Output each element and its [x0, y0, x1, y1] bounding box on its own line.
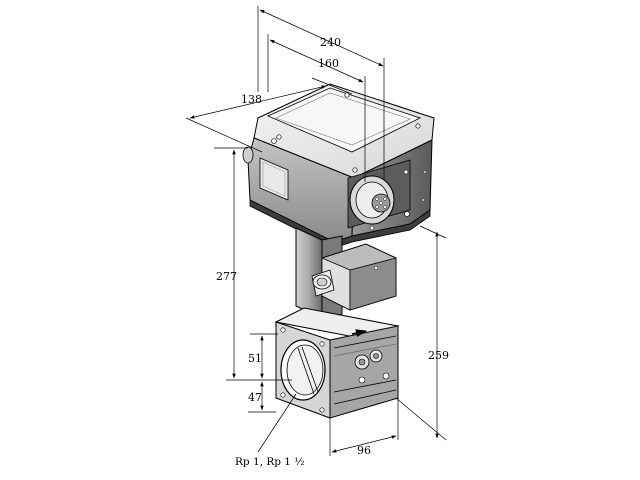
valve-body — [274, 307, 400, 419]
connection-size-label: Rp 1, Rp 1 ½ — [235, 456, 304, 468]
junction-box — [311, 243, 397, 311]
dimension-138: 138 — [241, 93, 262, 106]
test-nipple — [354, 349, 390, 384]
dimension-47: 47 — [248, 391, 262, 404]
dimension-160: 160 — [318, 57, 339, 70]
dimension-277: 277 — [216, 270, 237, 283]
flow-arrow — [351, 329, 368, 337]
actuator-housing — [242, 83, 435, 249]
dimension-96: 96 — [357, 444, 371, 457]
dimension-lines — [185, 6, 447, 456]
dimension-259: 259 — [428, 349, 449, 362]
dimension-51: 51 — [248, 352, 262, 365]
dimension-240: 240 — [320, 36, 341, 49]
